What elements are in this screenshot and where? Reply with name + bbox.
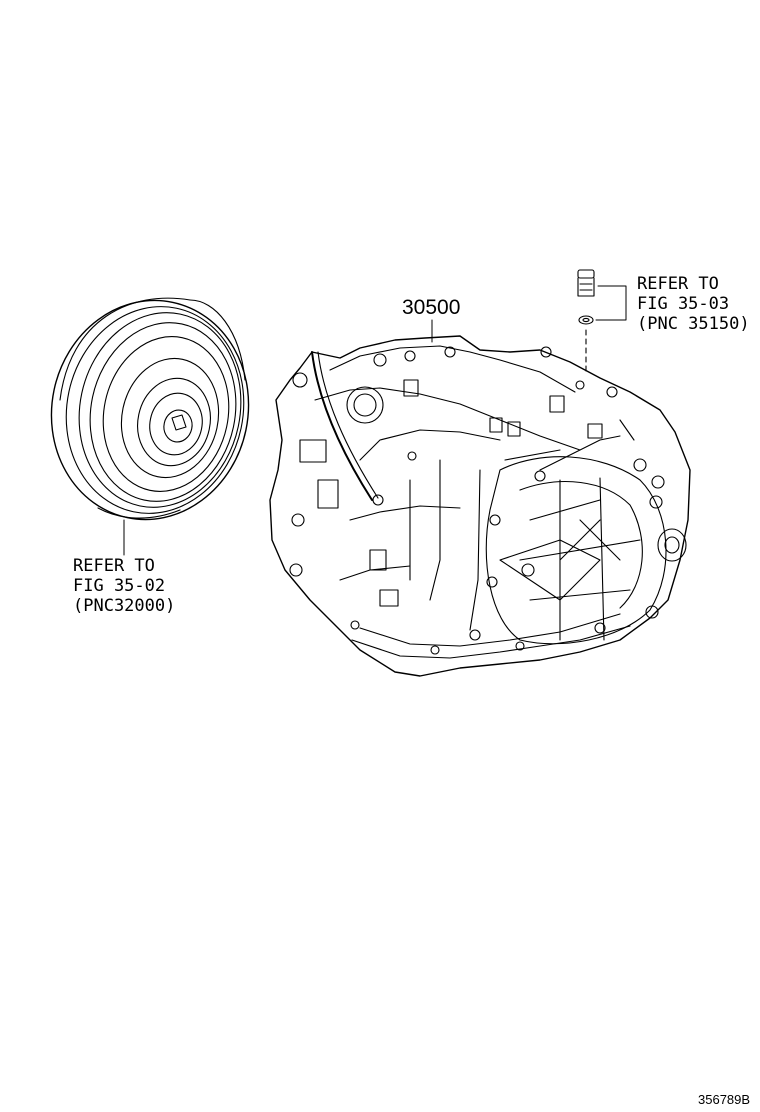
torque-converter-ref-line2: FIG 35-02 <box>73 576 166 596</box>
plug-and-gasket-drawing <box>577 269 627 373</box>
part-number-callout[interactable]: 30500 <box>402 296 461 319</box>
transaxle-assembly-drawing <box>269 335 691 677</box>
plug-ref-line2: FIG 35-03 <box>637 294 730 314</box>
figure-code: 356789B <box>698 1092 751 1107</box>
plug-ref-line3: (PNC 35150) <box>637 314 750 334</box>
torque-converter-ref-line3: (PNC32000) <box>73 596 176 616</box>
torque-converter-drawing <box>50 297 250 556</box>
torque-converter-ref-line1: REFER TO <box>73 556 155 576</box>
plug-ref-line1: REFER TO <box>637 274 719 294</box>
